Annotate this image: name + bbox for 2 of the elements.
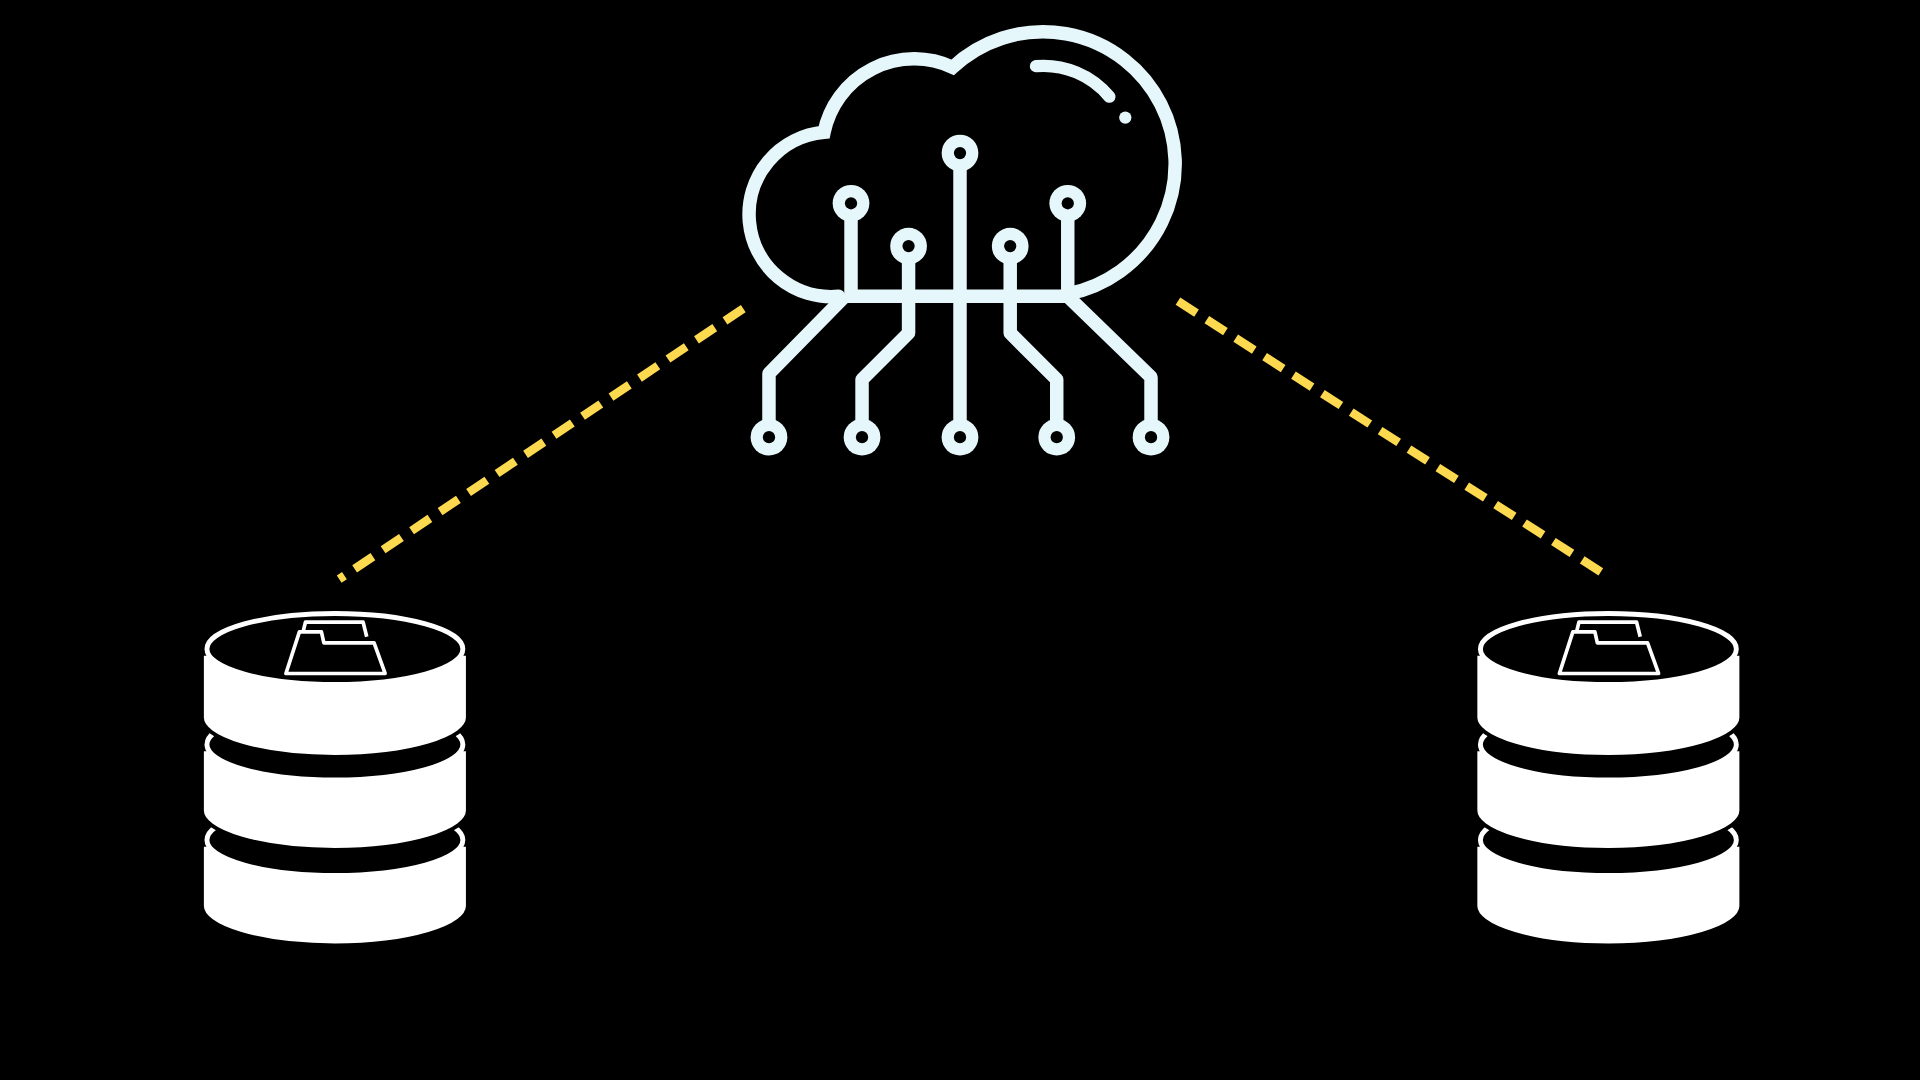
dashed-connector bbox=[336, 305, 746, 583]
cloud-network-icon bbox=[742, 25, 1182, 456]
